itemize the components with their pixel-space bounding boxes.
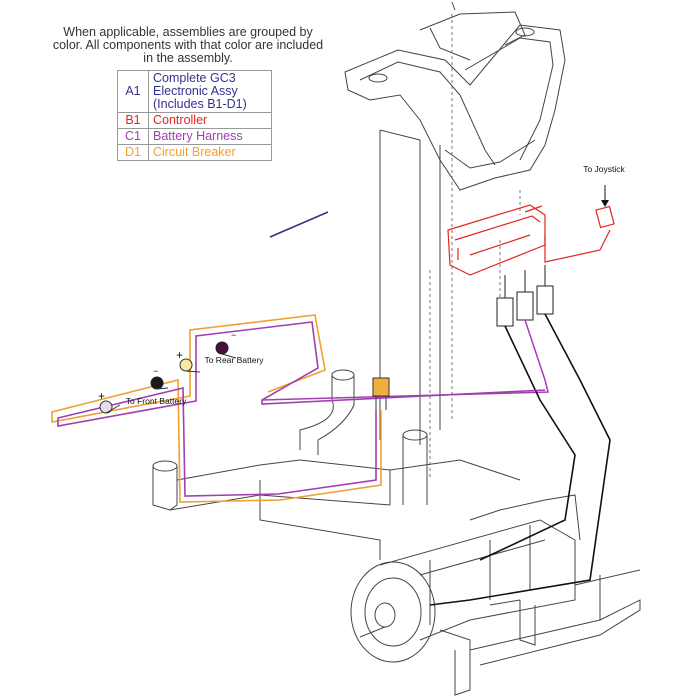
battery-harness-branch	[261, 319, 549, 401]
alignment-lines	[429, 14, 521, 480]
assembly-legend: A1 Complete GC3 Electronic Assy (Include…	[117, 70, 272, 161]
motor-connectors	[496, 265, 554, 327]
legend-desc: Controller	[148, 112, 272, 129]
legend-desc: Battery Harness	[148, 128, 272, 145]
rear-positive-sign: +	[176, 348, 184, 362]
front-battery-terminals	[99, 376, 169, 414]
legend-row-d1: D1 Circuit Breaker	[117, 144, 272, 161]
legend-code: A1	[117, 70, 149, 113]
legend-row-b1: B1 Controller	[117, 112, 272, 129]
rear-negative-sign: −	[231, 330, 237, 340]
front-positive-sign: +	[98, 389, 106, 403]
battery-harness	[51, 314, 546, 503]
cable-tie	[269, 211, 329, 238]
rear-battery-terminals	[179, 341, 237, 373]
motor-leads	[429, 313, 611, 606]
assembly-color-note: When applicable, assemblies are grouped …	[52, 25, 324, 65]
legend-desc: Complete GC3 Electronic Assy (Includes B…	[148, 70, 272, 113]
seat-post	[299, 369, 428, 505]
caster-arms	[439, 569, 641, 696]
motor-gearbox	[350, 494, 581, 663]
to-rear-battery-label: To Rear Battery	[204, 355, 264, 365]
upper-shroud	[344, 1, 566, 191]
circuit-breaker	[372, 377, 390, 410]
legend-code: B1	[117, 112, 149, 129]
to-joystick-label: To Joystick	[583, 164, 625, 174]
legend-code: D1	[117, 144, 149, 161]
legend-desc: Circuit Breaker	[148, 144, 272, 161]
front-negative-sign: −	[153, 366, 159, 376]
base-frame	[152, 459, 521, 560]
controller-module	[447, 204, 615, 276]
legend-row-c1: C1 Battery Harness	[117, 128, 272, 145]
legend-row-a1: A1 Complete GC3 Electronic Assy (Include…	[117, 70, 272, 113]
legend-code: C1	[117, 128, 149, 145]
to-front-battery-label: To Front Battery	[125, 396, 187, 406]
